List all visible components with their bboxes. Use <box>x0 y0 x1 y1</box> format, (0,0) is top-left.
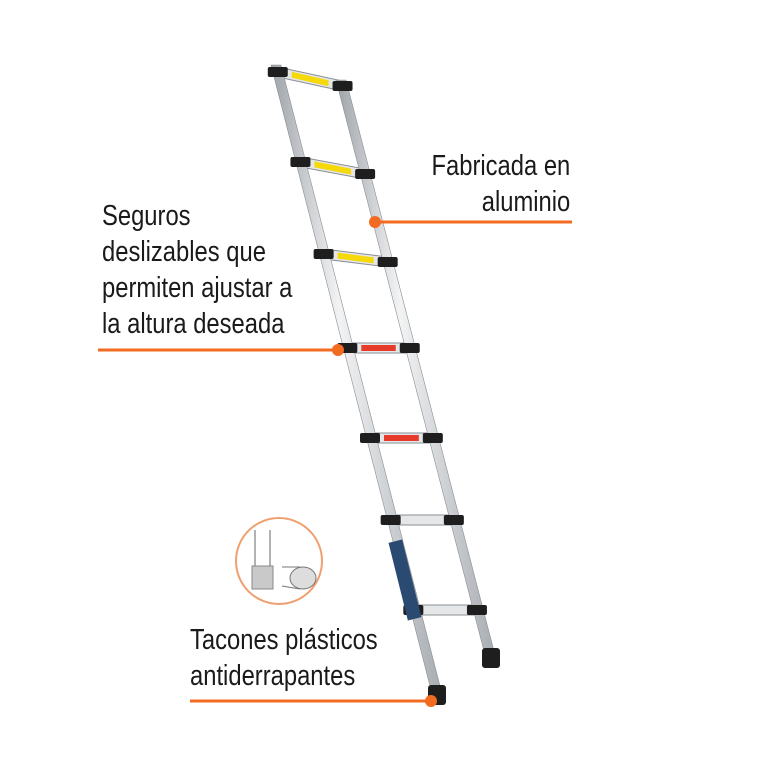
callout-feet-line: Tacones plásticos <box>190 624 378 656</box>
callout-line-material <box>369 216 572 228</box>
ladder-foot-icon <box>235 517 323 605</box>
callout-locks-line: Seguros <box>102 200 191 232</box>
right-foot <box>482 648 500 668</box>
callout-material-text: Fabricada en aluminio <box>431 148 570 220</box>
callout-line-feet <box>190 695 437 707</box>
product-label-strip <box>388 539 422 621</box>
callout-material-line: Fabricada en <box>431 150 570 182</box>
rung-lock-cap <box>359 433 380 443</box>
rung-warning-label <box>291 71 329 87</box>
callout-locks-line: deslizables que <box>102 236 266 268</box>
rung-lock-cap <box>355 169 376 179</box>
callout-feet-text: Tacones plásticos antiderrapantes <box>190 622 378 694</box>
rung-lock-cap <box>399 343 420 353</box>
rung-lock-cap <box>313 249 334 259</box>
callout-locks-line: la altura deseada <box>102 308 285 340</box>
callout-locks-text: Seguros deslizables que permiten ajustar… <box>102 198 292 342</box>
rung-warning-label <box>314 161 352 175</box>
callout-material-line: aluminio <box>481 186 570 218</box>
rung-warning-label <box>361 345 396 351</box>
callout-locks-line: permiten ajustar a <box>102 272 293 304</box>
rung-lock-cap <box>267 67 288 77</box>
rung-lock-cap <box>332 81 353 91</box>
rung-lock-cap <box>290 157 311 167</box>
rung-lock-cap <box>380 515 401 525</box>
callout-line-locks <box>98 344 344 356</box>
rung-warning-label <box>383 435 419 441</box>
rung-warning-label <box>337 252 374 264</box>
rung-lock-cap <box>443 515 464 525</box>
rung-lock-cap <box>377 257 398 267</box>
rung-lock-cap <box>466 605 487 615</box>
callout-feet-line: antiderrapantes <box>190 660 356 692</box>
rail-caps <box>267 67 487 615</box>
rung-lock-cap <box>422 433 443 443</box>
